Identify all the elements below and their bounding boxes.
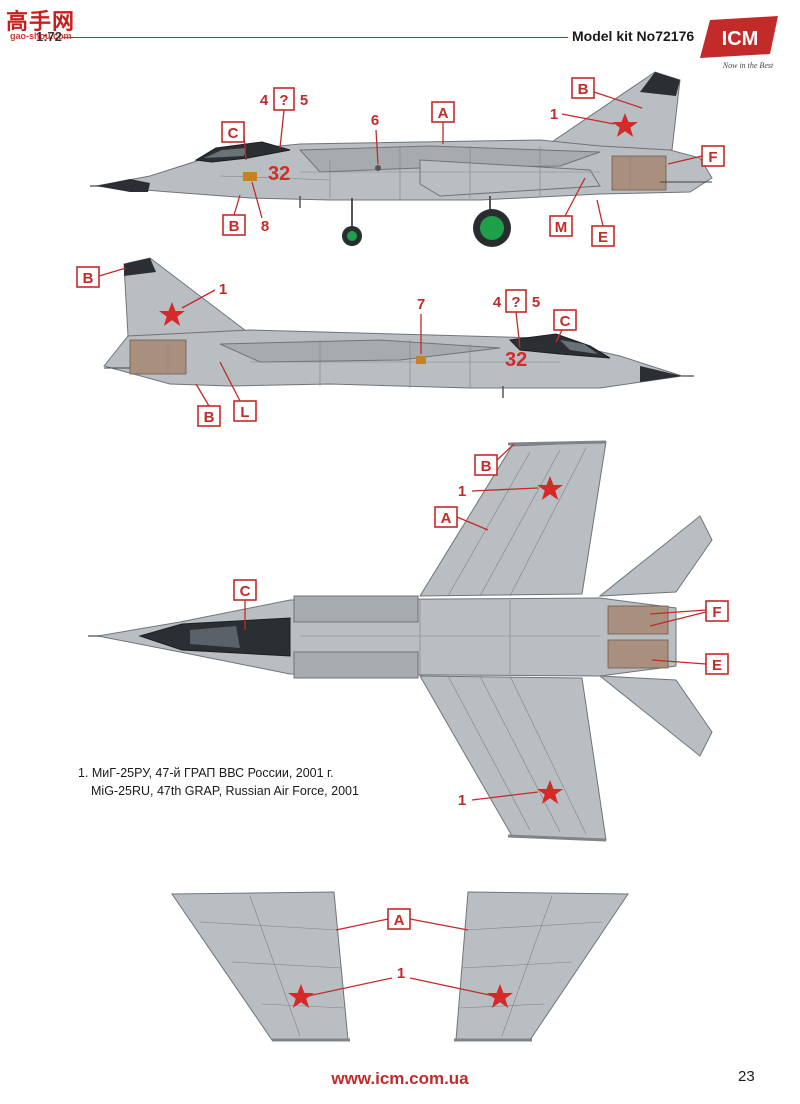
model-kit-number: Model kit No72176	[572, 28, 695, 44]
label-c: C	[560, 313, 571, 330]
label-l: L	[240, 404, 249, 421]
label-a: A	[441, 510, 452, 527]
number-4: 4	[493, 294, 502, 311]
header-divider	[62, 37, 568, 38]
right-bort-number: 32	[505, 349, 527, 371]
label-e: E	[598, 229, 608, 246]
left-wing-star	[288, 984, 314, 1008]
watermark: 高手网 gao-shou.com	[6, 4, 76, 44]
logo-text: ICM	[722, 28, 759, 50]
page-number: 23	[738, 1068, 755, 1085]
number-1: 1	[397, 965, 405, 982]
label-m: M	[555, 219, 568, 236]
label-e: E	[712, 657, 722, 674]
number-5: 5	[300, 92, 308, 109]
right-wing-star	[487, 984, 513, 1008]
left-nozzle	[611, 155, 667, 191]
wing-undersides	[171, 891, 629, 1042]
label-b: B	[83, 270, 94, 287]
number-1: 1	[458, 483, 466, 500]
logo-tagline: Now in the Best	[722, 61, 774, 70]
right-nozzle	[129, 339, 187, 375]
top-star-upper	[537, 476, 563, 500]
scale-label: 1:72	[36, 29, 63, 44]
number-4: 4	[260, 92, 269, 109]
number-5: 5	[532, 294, 540, 311]
wing-callouts: A 1	[307, 908, 495, 997]
top-nozzle-1	[607, 605, 669, 635]
caption-english: MiG-25RU, 47th GRAP, Russian Air Force, …	[91, 784, 359, 798]
label-a: A	[394, 912, 405, 929]
label-c: C	[228, 125, 239, 142]
label-f: F	[712, 604, 721, 621]
number-7: 7	[417, 296, 425, 313]
label-b: B	[578, 81, 589, 98]
watermark-subtext: gao-shou.com	[10, 31, 72, 41]
left-side-star	[612, 113, 638, 137]
top-nozzle-2	[607, 639, 669, 669]
website-link[interactable]: www.icm.com.ua	[331, 1069, 469, 1088]
top-star-lower	[537, 780, 563, 804]
caption-russian: 1. МиГ-25РУ, 47-й ГРАП ВВС России, 2001 …	[78, 766, 334, 780]
right-wing-underside	[455, 891, 629, 1041]
top-view	[88, 440, 713, 842]
left-bort-number: 32	[268, 163, 290, 185]
number-6: 6	[371, 112, 379, 129]
number-8: 8	[261, 218, 269, 235]
label-b: B	[204, 409, 215, 426]
label-c: C	[240, 583, 251, 600]
scheme-caption: 1. МиГ-25РУ, 47-й ГРАП ВВС России, 2001 …	[78, 764, 359, 800]
top-view-callouts: B A C F E 1 1	[233, 443, 729, 809]
label-f: F	[708, 149, 717, 166]
top-fuselage	[97, 597, 677, 677]
number-1: 1	[550, 106, 558, 123]
right-side-star	[159, 302, 185, 326]
number-1: 1	[458, 792, 466, 809]
right-side-view: 32	[103, 257, 694, 398]
number-1: 1	[219, 281, 227, 298]
label-b: B	[481, 458, 492, 475]
label-b: B	[229, 218, 240, 235]
right-side-callouts: B B C L 1 7 4 ? 5	[76, 266, 577, 427]
left-wing-underside	[171, 891, 349, 1041]
icm-logo: ICM Now in the Best	[700, 16, 778, 70]
top-lower-wing	[419, 675, 607, 841]
left-side-callouts: A B B C E F M 1 4 ? 5 6 8	[221, 77, 725, 247]
left-side-view: 32	[90, 71, 713, 247]
left-radome	[96, 179, 150, 192]
label-a: A	[438, 105, 449, 122]
number-unknown: ?	[279, 92, 288, 109]
number-unknown: ?	[511, 294, 520, 311]
watermark-text: 高手网	[6, 10, 76, 35]
